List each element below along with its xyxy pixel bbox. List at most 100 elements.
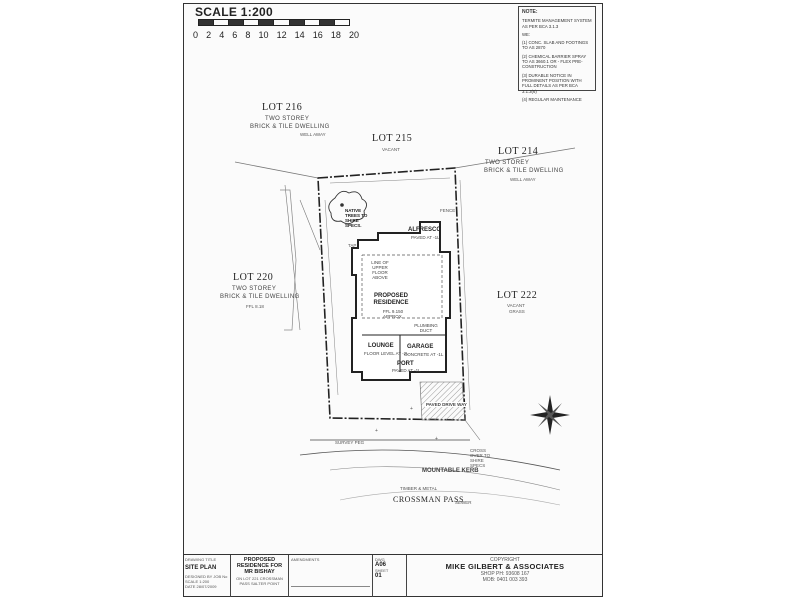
port-label: PORT — [397, 361, 414, 367]
paved-driveway — [419, 381, 466, 421]
dwg-label: DWG — [375, 557, 385, 562]
boundary-line — [299, 199, 321, 251]
notes-title: NOTE: — [522, 9, 538, 15]
street-note: TIMBER & METAL — [400, 486, 438, 491]
dimension-line — [324, 199, 339, 396]
sheet-value: 01 — [375, 573, 382, 579]
street-kerb — [329, 466, 561, 491]
upper-floor-label: LINE OF UPPER FLOOR ABOVE — [371, 260, 389, 280]
drawing-title: SITE PLAN — [185, 565, 217, 571]
scale-tick: 16 — [312, 30, 323, 40]
street-kerb — [339, 490, 561, 506]
sewer-label: SEWER — [455, 500, 472, 505]
garage-label: GARAGE — [407, 344, 434, 350]
survey-cross: + — [375, 428, 378, 434]
notes-box: NOTE: TERMITE MANAGEMENT SYSTEM AS PER B… — [518, 6, 596, 102]
scale-tick: 18 — [330, 30, 341, 40]
project-address: ON LOT 221 CROSSMAN PASS SALTER POINT — [236, 576, 283, 586]
note-item: (1) CONC. SLAB AND FOOTINGS TO AS 2870 — [522, 40, 589, 51]
scale-tick: 4 — [219, 30, 225, 40]
scale-label: SCALE — [185, 579, 199, 584]
lot-214-desc2: BRICK & TILE DWELLING — [484, 168, 564, 174]
scale-tick: 6 — [232, 30, 238, 40]
tap-label: TAP — [348, 243, 357, 248]
lot-214-note: WELL AWAY — [510, 177, 536, 182]
alfresco-label: ALFRESCO — [408, 227, 441, 233]
port-sub: PAVED AT -1L — [392, 368, 421, 373]
title-block-company: COPYRIGHT MIKE GILBERT & ASSOCIATES SHOP… — [407, 555, 603, 597]
company-name: MIKE GILBERT & ASSOCIATES — [445, 562, 565, 571]
plumbing-label: PLUMBING DUCT — [414, 323, 438, 333]
scale-tick: 14 — [294, 30, 305, 40]
drawing-title-label: DRAWING TITLE — [185, 557, 217, 562]
street-kerb — [299, 449, 561, 471]
boundary-line — [234, 161, 319, 179]
tree-symbol — [328, 190, 367, 225]
survey-label: SURVEY PEG — [335, 440, 365, 445]
native-trees-label: NATIVE TREES TO SHIRE SPECS. — [345, 208, 368, 228]
scale-title: SCALE 1:200 — [195, 5, 273, 19]
lot-215-label: LOT 215 — [372, 133, 413, 144]
shop-phone: SHOP PH: 93608 167 — [480, 571, 530, 577]
note-item: TERMITE MANAGEMENT SYSTEM AS PER BCA 3.1… — [522, 18, 592, 29]
lot-215-desc: VACANT — [382, 147, 400, 152]
copyright-label: COPYRIGHT — [490, 557, 520, 563]
residence-label: PROPOSED RESIDENCE — [373, 293, 409, 306]
lot-222-label: LOT 222 — [497, 290, 538, 301]
lot-220-desc: TWO STOREY — [232, 286, 277, 292]
title-block: DRAWING TITLE SITE PLAN DESIGNED BY JOB … — [183, 554, 603, 597]
lounge-sub: FLOOR LEVEL AT -2L — [364, 351, 409, 356]
lot-216-label: LOT 216 — [262, 102, 303, 113]
alfresco-sub: PAVED AT -1L — [411, 235, 440, 240]
garage-sub: CONCRETE AT -1L — [404, 352, 444, 357]
scale-tick: 2 — [206, 30, 212, 40]
title-block-amendments: AMENDMENTS — [289, 555, 373, 597]
note-item: (2) CHEMICAL BARRIER SPRAY TO AS 3660.1 … — [522, 53, 587, 70]
tree-center — [340, 203, 344, 207]
date-value: 28/07/2009 — [196, 584, 217, 589]
lot-220-label: LOT 220 — [233, 272, 274, 283]
house-footprint — [351, 221, 451, 381]
lot-220-desc2: BRICK & TILE DWELLING — [220, 294, 300, 300]
lot-216-desc2: BRICK & TILE DWELLING — [250, 124, 330, 130]
lot-216-desc: TWO STOREY — [265, 116, 310, 122]
scale-ticks: 0 2 4 6 8 10 12 14 16 18 20 — [193, 30, 359, 40]
crossover-label: CROSS OVER TO SHIRE SPECS — [470, 448, 491, 468]
scale-tick: 0 — [193, 30, 199, 40]
dimension-line — [459, 179, 471, 411]
scale-tick: 8 — [245, 30, 251, 40]
scale-bar — [198, 19, 350, 26]
survey-cross: + — [410, 406, 413, 412]
street-name: CROSSMAN PASS — [393, 495, 464, 504]
boundary-line — [454, 147, 576, 169]
note-item: WE: — [522, 31, 531, 37]
title-block-project: PROPOSED RESIDENCE FOR MR BISHAY ON LOT … — [231, 555, 289, 597]
designed-label: DESIGNED BY — [185, 574, 213, 579]
amendments-label: AMENDMENTS — [291, 557, 320, 562]
lot-222-desc: VACANT — [507, 303, 525, 308]
lot-216-note: WELL AWAY — [300, 132, 326, 137]
lot-214-desc: TWO STOREY — [485, 160, 530, 166]
scale-tick: 12 — [276, 30, 287, 40]
note-item: (3) DURABLE NOTICE IN PROMINENT POSITION… — [522, 72, 582, 94]
dimension-line — [329, 177, 451, 184]
scale-tick: 20 — [348, 30, 359, 40]
boundary-line — [464, 419, 481, 441]
residence-sub: FFL 9.150 APPROX. — [382, 309, 404, 319]
fence-label: FENCE — [440, 208, 456, 213]
mobile-phone: MOB: 0401 003 393 — [482, 577, 528, 583]
mountable-kerb-label: MOUNTABLE KERB — [422, 468, 479, 474]
project-title: PROPOSED RESIDENCE FOR MR BISHAY — [236, 557, 283, 575]
scale-tick: 10 — [258, 30, 269, 40]
lot-222-desc2: GRASS — [509, 309, 525, 314]
lot-220-note: FFL 8.18 — [246, 304, 264, 309]
north-arrow-icon — [530, 395, 570, 435]
boundary-line — [284, 184, 301, 331]
sheet-label: SHEET — [375, 568, 389, 573]
upper-floor-line — [361, 254, 443, 319]
date-label: DATE — [185, 584, 196, 589]
title-block-dwg: DWG A06 SHEET 01 — [373, 555, 407, 597]
dwg-value: A06 — [375, 562, 387, 568]
lot-214-label: LOT 214 — [498, 146, 539, 157]
